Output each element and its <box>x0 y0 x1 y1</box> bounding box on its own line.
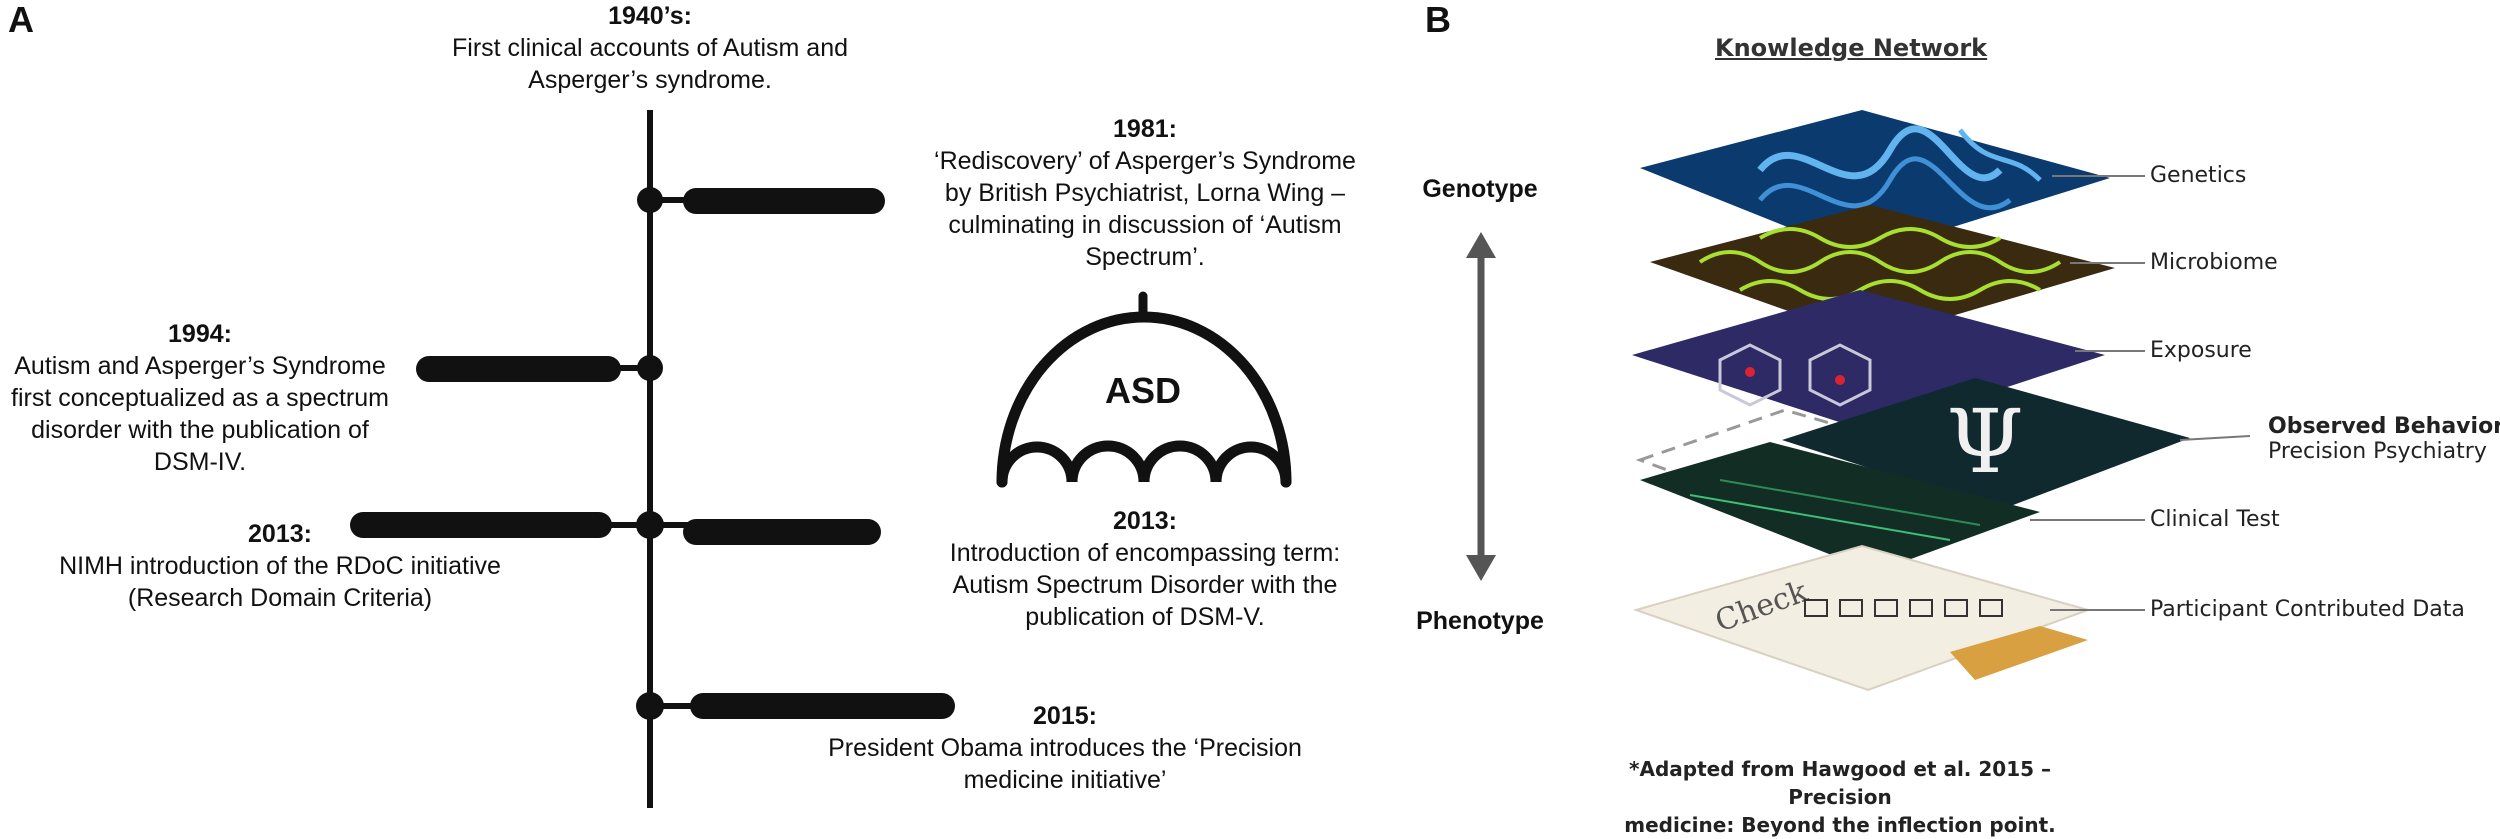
umbrella-label: ASD <box>1104 370 1181 411</box>
timeline-bar-1981 <box>683 188 885 214</box>
event-2015: 2015: President Obama introduces the ‘Pr… <box>790 700 1340 796</box>
layer-clinical-test <box>1640 442 2040 572</box>
layer-exposure <box>1632 290 2105 432</box>
umbrella-icon <box>996 291 1292 488</box>
event-desc: Autism and Asperger’s Syndrome first con… <box>11 352 389 476</box>
layer-label-observed-behaviors: Observed Behaviors Precision Psychiatry <box>2268 414 2500 464</box>
event-year: 1981: <box>1113 115 1177 143</box>
event-desc: ‘Rediscovery’ of Asperger’s Syndrome by … <box>934 147 1356 271</box>
layer-observed-behaviors: Ψ <box>1782 378 2190 510</box>
event-1940s: 1940’s: First clinical accounts of Autis… <box>400 0 900 96</box>
event-2013-dsm5: 2013: Introduction of encompassing term:… <box>915 505 1375 633</box>
event-year: 2015: <box>1033 702 1097 730</box>
precision-psychiatry-label: Precision Psychiatry <box>2268 439 2487 464</box>
event-desc: Introduction of encompassing term: Autis… <box>949 539 1341 631</box>
event-year: 1994: <box>168 320 232 348</box>
phenotype-label: Phenotype <box>1416 607 1544 635</box>
panel-b-label: B <box>1425 0 1451 40</box>
panel-a-label: A <box>8 0 34 40</box>
layer-participant-data: Check <box>1632 544 2092 692</box>
layer-label-microbiome: Microbiome <box>2150 250 2278 275</box>
timeline-bar-2015 <box>690 693 955 719</box>
psi-symbol: Ψ <box>1946 390 2023 493</box>
event-desc: NIMH introduction of the RDoC initiative… <box>59 552 501 612</box>
layer-genetics <box>1640 110 2110 256</box>
event-1994: 1994: Autism and Asperger’s Syndrome fir… <box>0 318 400 478</box>
timeline-graphic: Ψ Check <box>350 110 2251 808</box>
caption-line-1: *Adapted from Hawgood et al. 2015 – Prec… <box>1629 757 2051 809</box>
caption-line-2: medicine: Beyond the inflection point. <box>1624 813 2056 837</box>
layer-label-genetics: Genetics <box>2150 163 2247 188</box>
event-2013-rdoc: 2013: NIMH introduction of the RDoC init… <box>20 518 540 614</box>
layer-label-participant-data: Participant Contributed Data <box>2150 597 2465 622</box>
layer-leader-lines <box>2030 175 2251 611</box>
timeline-bar-2013-left <box>350 512 612 538</box>
event-desc: First clinical accounts of Autism and As… <box>452 34 848 94</box>
event-year: 2013: <box>1113 507 1177 535</box>
layer-microbiome <box>1650 205 2115 340</box>
event-year: 2013: <box>248 520 312 548</box>
source-caption: *Adapted from Hawgood et al. 2015 – Prec… <box>1590 755 2090 839</box>
layer-label-exposure: Exposure <box>2150 338 2252 363</box>
event-year: 1940’s: <box>608 2 692 30</box>
timeline-bar-2013-right <box>683 519 881 545</box>
observed-behaviors-label: Observed Behaviors <box>2268 414 2500 439</box>
event-desc: President Obama introduces the ‘Precisio… <box>828 734 1302 794</box>
genotype-phenotype-arrow <box>1466 232 1496 581</box>
layer-label-clinical-test: Clinical Test <box>2150 507 2280 532</box>
knowledge-network-title: Knowledge Network <box>1715 34 1988 62</box>
event-1981: 1981: ‘Rediscovery’ of Asperger’s Syndro… <box>920 113 1370 273</box>
checkbox-row <box>1804 599 2003 617</box>
genotype-label: Genotype <box>1422 175 1538 203</box>
timeline-bar-1994 <box>416 356 621 382</box>
